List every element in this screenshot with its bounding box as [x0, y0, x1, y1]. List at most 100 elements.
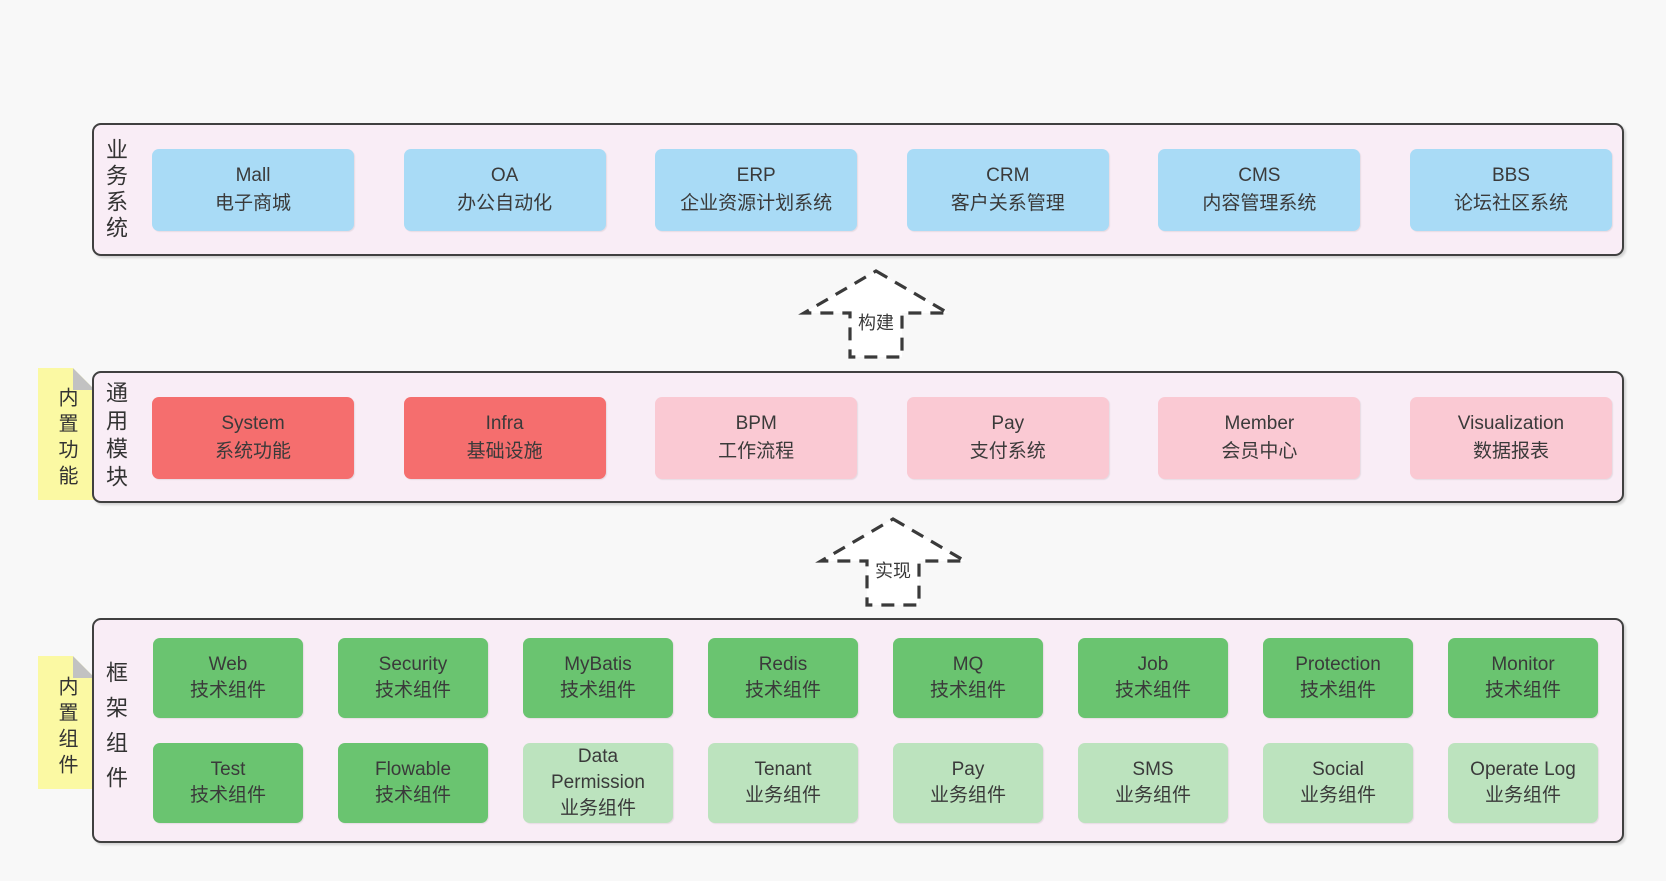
box-subtitle: 客户关系管理 — [950, 193, 1065, 214]
box-title: CMS — [1238, 165, 1281, 186]
box-title: MyBatis — [564, 654, 632, 675]
box-title: Visualization — [1457, 413, 1565, 434]
box-subtitle: 业务组件 — [929, 785, 1006, 806]
box-subtitle: 技术组件 — [744, 680, 821, 701]
box-subtitle: 技术组件 — [189, 785, 266, 806]
box-title: OA — [490, 165, 519, 186]
box-subtitle: 业务组件 — [1114, 785, 1191, 806]
arrow-outline — [815, 517, 971, 607]
box-subtitle: 技术组件 — [189, 680, 266, 701]
box-subtitle: 业务组件 — [1484, 785, 1561, 806]
box-subtitle: 业务组件 — [1299, 785, 1376, 806]
box-subtitle: 企业资源计划系统 — [680, 193, 833, 214]
box-bbs: BBS 论坛社区系统 — [1409, 149, 1612, 231]
box-web: Web 技术组件 — [153, 638, 303, 718]
box-visualization: Visualization 数据报表 — [1409, 397, 1612, 479]
box-erp: ERP 企业资源计划系统 — [655, 149, 858, 231]
box-title: Member — [1224, 413, 1295, 434]
box-title: Job — [1137, 654, 1169, 675]
box-infra: Infra 基础设施 — [403, 397, 606, 479]
box-pay: Pay 业务组件 — [893, 743, 1043, 823]
box-title: Web — [208, 654, 248, 675]
box-title: Mall — [235, 165, 271, 186]
box-title: Operate Log — [1470, 759, 1576, 780]
box-security: Security 技术组件 — [338, 638, 488, 718]
box-title: Social — [1312, 759, 1364, 780]
box-redis: Redis 技术组件 — [708, 638, 858, 718]
box-subtitle: 技术组件 — [1484, 680, 1561, 701]
arrow-label-implement: 实现 — [875, 561, 911, 581]
box-title: Flowable — [374, 759, 452, 780]
box-subtitle: 基础设施 — [466, 441, 543, 462]
box-subtitle: 技术组件 — [374, 680, 451, 701]
sticky-note-label: 内置组件 — [55, 675, 77, 780]
sticky-note-builtin-features: 内置功能 — [38, 368, 95, 500]
box-row: System 系统功能 Infra 基础设施 BPM 工作流程 Pay 支付系统 Member 会… — [152, 397, 1612, 479]
box-subtitle: 业务组件 — [744, 785, 821, 806]
dashed-up-arrow-build: 构建 — [798, 269, 954, 359]
box-operate-log: Operate Log 业务组件 — [1448, 743, 1598, 823]
box-subtitle: 技术组件 — [559, 680, 636, 701]
arrow-outline — [798, 269, 954, 359]
dashed-up-arrow-implement: 实现 — [815, 517, 971, 607]
box-title: System — [221, 413, 285, 434]
box-job: Job 技术组件 — [1078, 638, 1228, 718]
sticky-note-label: 内置功能 — [55, 387, 77, 491]
box-system: System 系统功能 — [152, 397, 354, 479]
layer-title-common-modules: 通用模块 — [103, 381, 128, 493]
box-title: Monitor — [1491, 654, 1555, 675]
box-mall: Mall 电子商城 — [152, 149, 354, 231]
layer-common-modules: 通用模块 System 系统功能 Infra 基础设施 BPM 工作流程 Pay 支付系统 Me… — [92, 371, 1624, 503]
box-title: Pay — [991, 413, 1025, 434]
box-subtitle: 工作流程 — [718, 441, 795, 462]
box-mybatis: MyBatis 技术组件 — [523, 638, 673, 718]
layer-title-framework-components: 框架组件 — [103, 660, 128, 801]
box-title: Protection — [1295, 654, 1381, 675]
box-subtitle: 业务组件 — [559, 798, 636, 819]
box-title: MQ — [952, 654, 984, 675]
box-subtitle: 系统功能 — [214, 441, 291, 462]
arrow-label-build: 构建 — [858, 313, 894, 333]
box-title: Security — [378, 654, 448, 675]
box-sms: SMS 业务组件 — [1078, 743, 1228, 823]
box-subtitle: 论坛社区系统 — [1453, 193, 1568, 214]
sticky-note-builtin-components: 内置组件 — [38, 656, 95, 789]
box-title: Infra — [485, 413, 524, 434]
box-title: CRM — [986, 165, 1030, 186]
box-title: SMS — [1132, 759, 1174, 780]
box-title: Tenant — [754, 759, 812, 780]
box-pay: Pay 支付系统 — [906, 397, 1109, 479]
box-subtitle: 内容管理系统 — [1202, 193, 1317, 214]
box-title: BBS — [1491, 165, 1530, 186]
box-subtitle: 电子商城 — [214, 193, 291, 214]
box-crm: CRM 客户关系管理 — [906, 149, 1109, 231]
box-subtitle: 数据报表 — [1472, 441, 1549, 462]
box-subtitle: 技术组件 — [929, 680, 1006, 701]
box-subtitle: 办公自动化 — [457, 193, 553, 214]
box-title: Pay — [951, 759, 985, 780]
box-subtitle: 会员中心 — [1221, 441, 1298, 462]
box-subtitle: 支付系统 — [969, 441, 1046, 462]
layer-title-business-systems: 业务系统 — [103, 137, 128, 242]
box-member: Member 会员中心 — [1158, 397, 1361, 479]
box-test: Test 技术组件 — [153, 743, 303, 823]
box-cms: CMS 内容管理系统 — [1158, 149, 1361, 231]
box-title: ERP — [736, 165, 776, 186]
box-oa: OA 办公自动化 — [403, 149, 606, 231]
box-social: Social 业务组件 — [1263, 743, 1413, 823]
box-title: Test — [210, 759, 246, 780]
box-mq: MQ 技术组件 — [893, 638, 1043, 718]
layer-business-systems: 业务系统 Mall 电子商城 OA 办公自动化 ERP 企业资源计划系统 CRM 客户关系管理… — [92, 123, 1624, 256]
box-title: BPM — [735, 413, 777, 434]
box-title: Redis — [758, 654, 808, 675]
box-tenant: Tenant 业务组件 — [708, 743, 858, 823]
box-subtitle: 技术组件 — [1114, 680, 1191, 701]
box-monitor: Monitor 技术组件 — [1448, 638, 1598, 718]
